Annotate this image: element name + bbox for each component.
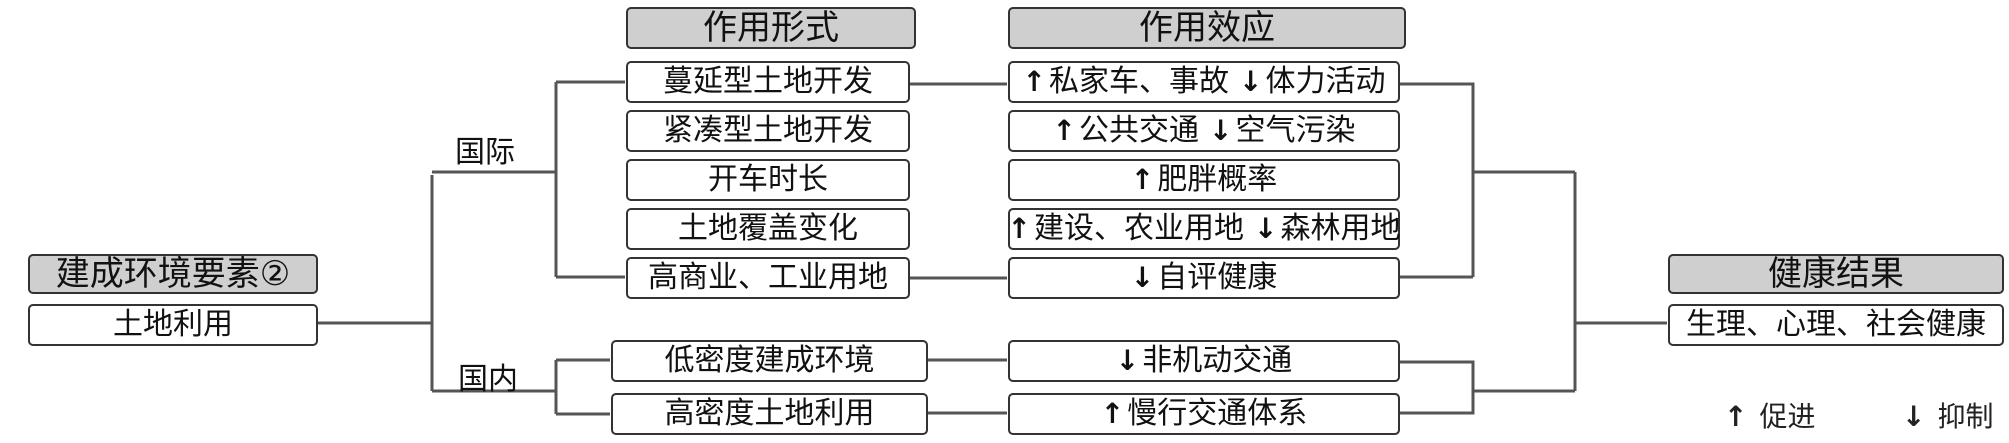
connector-dom-right [1399,360,1575,415]
connector-intl-right [1399,82,1575,279]
connector-right-trunk [1573,172,1667,391]
form-box-international-1: 紧凑型土地开发 [626,110,910,152]
effect-text: 公共交通 [1079,113,1199,148]
legend-inhibit: ↓ 抑制 [1902,403,1993,431]
down-arrow-icon: ↓ [1130,261,1155,294]
right-item: 生理、心理、社会健康 [1668,304,2004,346]
effect-text: 私家车、事故 [1049,64,1229,99]
up-arrow-icon: ↑ [1130,163,1155,196]
left-item: 土地利用 [28,304,318,346]
legend-inhibit-label: 抑制 [1937,400,1994,433]
effect-box-domestic-1: ↑慢行交通体系 [1008,393,1400,435]
effects-header: 作用效应 [1008,7,1406,49]
form-box-international-2: 开车时长 [626,159,910,201]
effect-box-international-2: ↑肥胖概率 [1008,159,1400,201]
connector-forms-effects [909,82,1007,415]
effect-text: 肥胖概率 [1157,162,1278,197]
up-arrow-icon: ↑ [1022,65,1046,98]
up-arrow-icon: ↑ [1007,212,1031,245]
up-arrow-icon: ↑ [1724,400,1748,433]
connector-left-trunk [317,175,434,391]
branch-domestic: 国内 [458,362,518,397]
connector-intl-bracket [432,80,625,279]
effect-text: 空气污染 [1235,113,1356,148]
effect-text: 慢行交通体系 [1127,396,1308,431]
effect-box-domestic-0: ↓非机动交通 [1008,340,1400,382]
form-box-domestic-0: 低密度建成环境 [611,340,928,382]
left-header: 建成环境要素② [28,254,318,294]
effect-box-international-0: ↑私家车、事故 ↓体力活动 [1008,61,1400,103]
form-box-international-4: 高商业、工业用地 [626,257,910,299]
form-box-domestic-1: 高密度土地利用 [611,393,928,435]
form-box-international-3: 土地覆盖变化 [626,208,910,250]
down-arrow-icon: ↓ [1209,114,1233,147]
right-header: 健康结果 [1668,254,2004,294]
up-arrow-icon: ↑ [1100,397,1125,430]
effect-box-international-3: ↑建设、农业用地 ↓森林用地 [1008,208,1400,250]
effect-text: 森林用地 [1280,211,1401,246]
down-arrow-icon: ↓ [1902,400,1926,433]
legend-promote-label: 促进 [1759,400,1816,433]
legend-promote: ↑ 促进 [1724,403,1815,431]
forms-header: 作用形式 [626,7,916,49]
down-arrow-icon: ↓ [1239,65,1263,98]
form-box-international-0: 蔓延型土地开发 [626,61,910,103]
down-arrow-icon: ↓ [1254,212,1278,245]
effect-text: 体力活动 [1265,64,1386,99]
connector-dom-bracket [432,358,610,416]
effect-text: 自评健康 [1157,260,1278,295]
down-arrow-icon: ↓ [1115,344,1140,377]
effect-box-international-4: ↓自评健康 [1008,257,1400,299]
effect-text: 非机动交通 [1142,343,1293,378]
up-arrow-icon: ↑ [1052,114,1076,147]
effect-box-international-1: ↑公共交通 ↓空气污染 [1008,110,1400,152]
branch-international: 国际 [455,135,515,170]
effect-text: 建设、农业用地 [1034,211,1244,246]
